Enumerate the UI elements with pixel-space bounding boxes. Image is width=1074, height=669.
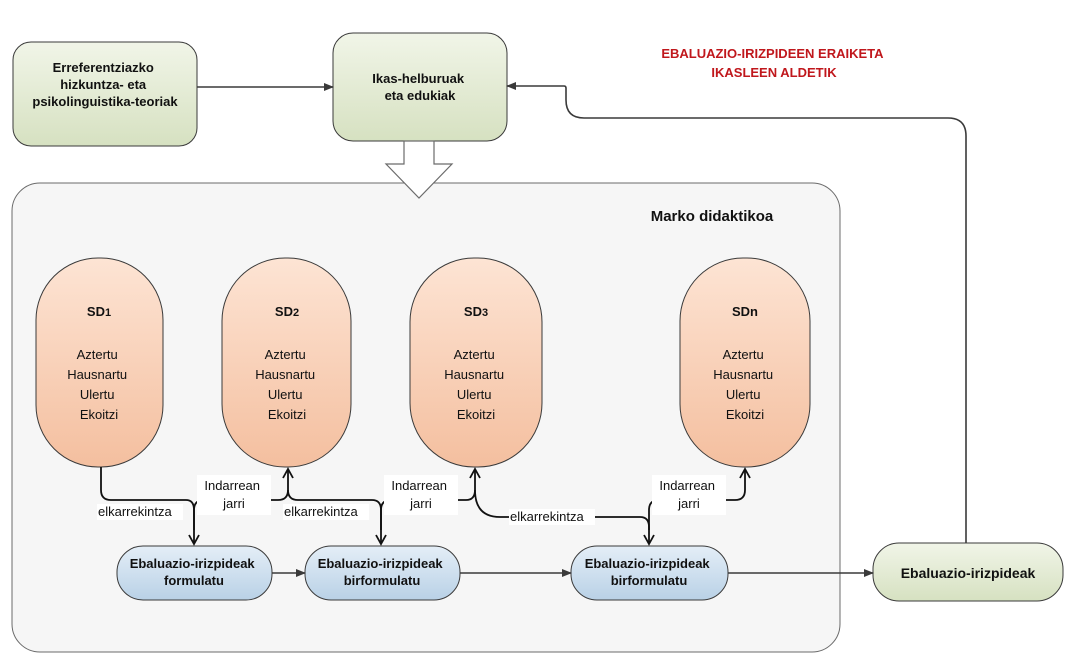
criteria-step-2-line-1: Ebaluazio-irizpideak <box>318 556 444 571</box>
theories-line-3: psikolinguistika-teoriak <box>32 94 178 109</box>
sd-1-step-4: Ekoitzi <box>80 407 118 422</box>
sd-n-name: SDn <box>732 304 758 319</box>
sd-3-name: SD <box>464 304 482 319</box>
svg-text:Ebaluazio-irizpideak birfo: Ebaluazio-irizpideak birformulatu <box>585 556 714 588</box>
edge-label-apply-3-line-1: Indarrean <box>659 478 715 493</box>
sd-n-step-4: Ekoitzi <box>726 407 764 422</box>
sd-1-name: SD <box>87 304 105 319</box>
edge-label-interaction-1: elkarrekintza <box>98 504 172 519</box>
sd-3-sub: 3 <box>482 307 488 319</box>
svg-text:SDn: SDn <box>732 304 758 319</box>
sd-3-step-1: Aztertu <box>454 347 495 362</box>
sd-3-step-3: Ulertu <box>457 387 492 402</box>
sd-n-step-1: Aztertu <box>723 347 764 362</box>
objectives-line-2: eta edukiak <box>385 88 457 103</box>
diagram-title-line-1: EBALUAZIO-IRIZPIDEEN ERAIKETA <box>661 46 884 61</box>
svg-text:Indarrean jarri: Indarrean jarri <box>659 478 718 511</box>
svg-text:SD3: SD3 <box>464 304 488 319</box>
edge-label-apply-3-line-2: jarri <box>677 496 700 511</box>
sd-1-sub: 1 <box>105 307 111 319</box>
sd-card-1: SD1 Aztertu Hausnartu Ulertu Ekoitzi <box>35 257 164 468</box>
criteria-step-1-line-2: formulatu <box>164 573 224 588</box>
theories-box <box>12 41 198 147</box>
sd-3-step-4: Ekoitzi <box>457 407 495 422</box>
edge-label-apply-1-line-2: jarri <box>222 496 245 511</box>
svg-text:Indarrean jarri: Indarrean jarri <box>204 478 263 511</box>
svg-text:Indarrean jarri: Indarrean jarri <box>391 478 450 511</box>
svg-text:Aztertu Hausnartu: Aztertu Hausnartu Ulertu Ekoitzi <box>713 347 777 422</box>
sd-1-step-2: Hausnartu <box>67 367 127 382</box>
diagram-title-line-2: IKASLEEN ALDETIK <box>711 65 837 80</box>
svg-text:Aztertu Hausnartu: Aztertu Hausnartu Ulertu Ekoitzi <box>67 347 131 422</box>
sd-card-2: SD2 Aztertu Hausnartu Ulertu Ekoitzi <box>221 257 352 468</box>
sd-1-step-1: Aztertu <box>77 347 118 362</box>
sd-2-name: SD <box>275 304 293 319</box>
sd1-to-step1-connector <box>100 467 200 546</box>
svg-text:SD1: SD1 <box>87 304 111 319</box>
objectives-text: Ikas-helburuak eta edukiak <box>372 71 467 103</box>
svg-text:SD2: SD2 <box>275 304 299 319</box>
sd-2-step-3: Ulertu <box>268 387 303 402</box>
sd-2-step-4: Ekoitzi <box>268 407 306 422</box>
theories-line-2: hizkuntza- eta <box>60 77 147 92</box>
sd-3-step-2: Hausnartu <box>444 367 504 382</box>
criteria-step-1-line-1: Ebaluazio-irizpideak <box>130 556 256 571</box>
edge-label-apply-2-line-2: jarri <box>409 496 432 511</box>
sd-card-n: SDn Aztertu Hausnartu Ulertu Ekoitzi <box>679 257 811 468</box>
svg-text:Aztertu Hausnartu: Aztertu Hausnartu Ulertu Ekoitzi <box>255 347 319 422</box>
sd-2-step-2: Hausnartu <box>255 367 315 382</box>
sd-2-step-1: Aztertu <box>265 347 306 362</box>
framework-title: Marko didaktikoa <box>651 208 774 225</box>
objectives-line-1: Ikas-helburuak <box>372 71 465 86</box>
objectives-box <box>332 32 508 142</box>
criteria-step-3-line-2: birformulatu <box>611 573 688 588</box>
theories-line-1: Erreferentziazko <box>53 60 154 75</box>
svg-text:Ebaluazio-irizpideak birfo: Ebaluazio-irizpideak birformulatu <box>318 556 447 588</box>
diagram-title: EBALUAZIO-IRIZPIDEEN ERAIKETA IKASLEEN A… <box>661 46 886 80</box>
sd-card-3: SD3 Aztertu Hausnartu Ulertu Ekoitzi <box>409 257 543 468</box>
edge-label-apply-1-line-1: Indarrean <box>204 478 260 493</box>
sd-n-step-2: Hausnartu <box>713 367 773 382</box>
block-down-arrow <box>384 140 454 199</box>
svg-text:Aztertu Hausnartu: Aztertu Hausnartu Ulertu Ekoitzi <box>444 347 508 422</box>
sd-2-sub: 2 <box>293 307 299 319</box>
criteria-label: Ebaluazio-irizpideak <box>901 565 1036 581</box>
theories-text: Erreferentziazko hizkuntza- eta psikolin… <box>32 60 178 109</box>
svg-text:Ebaluazio-irizpideak formu: Ebaluazio-irizpideak formulatu <box>130 556 259 588</box>
sd-n-step-3: Ulertu <box>726 387 761 402</box>
edge-label-interaction-2: elkarrekintza <box>284 504 358 519</box>
sd-1-step-3: Ulertu <box>80 387 115 402</box>
criteria-step-3-line-1: Ebaluazio-irizpideak <box>585 556 711 571</box>
feedback-loop-arrow <box>506 82 967 555</box>
edge-label-interaction-3: elkarrekintza <box>510 509 584 524</box>
edge-label-apply-2-line-1: Indarrean <box>391 478 447 493</box>
criteria-step-2-line-2: birformulatu <box>344 573 421 588</box>
